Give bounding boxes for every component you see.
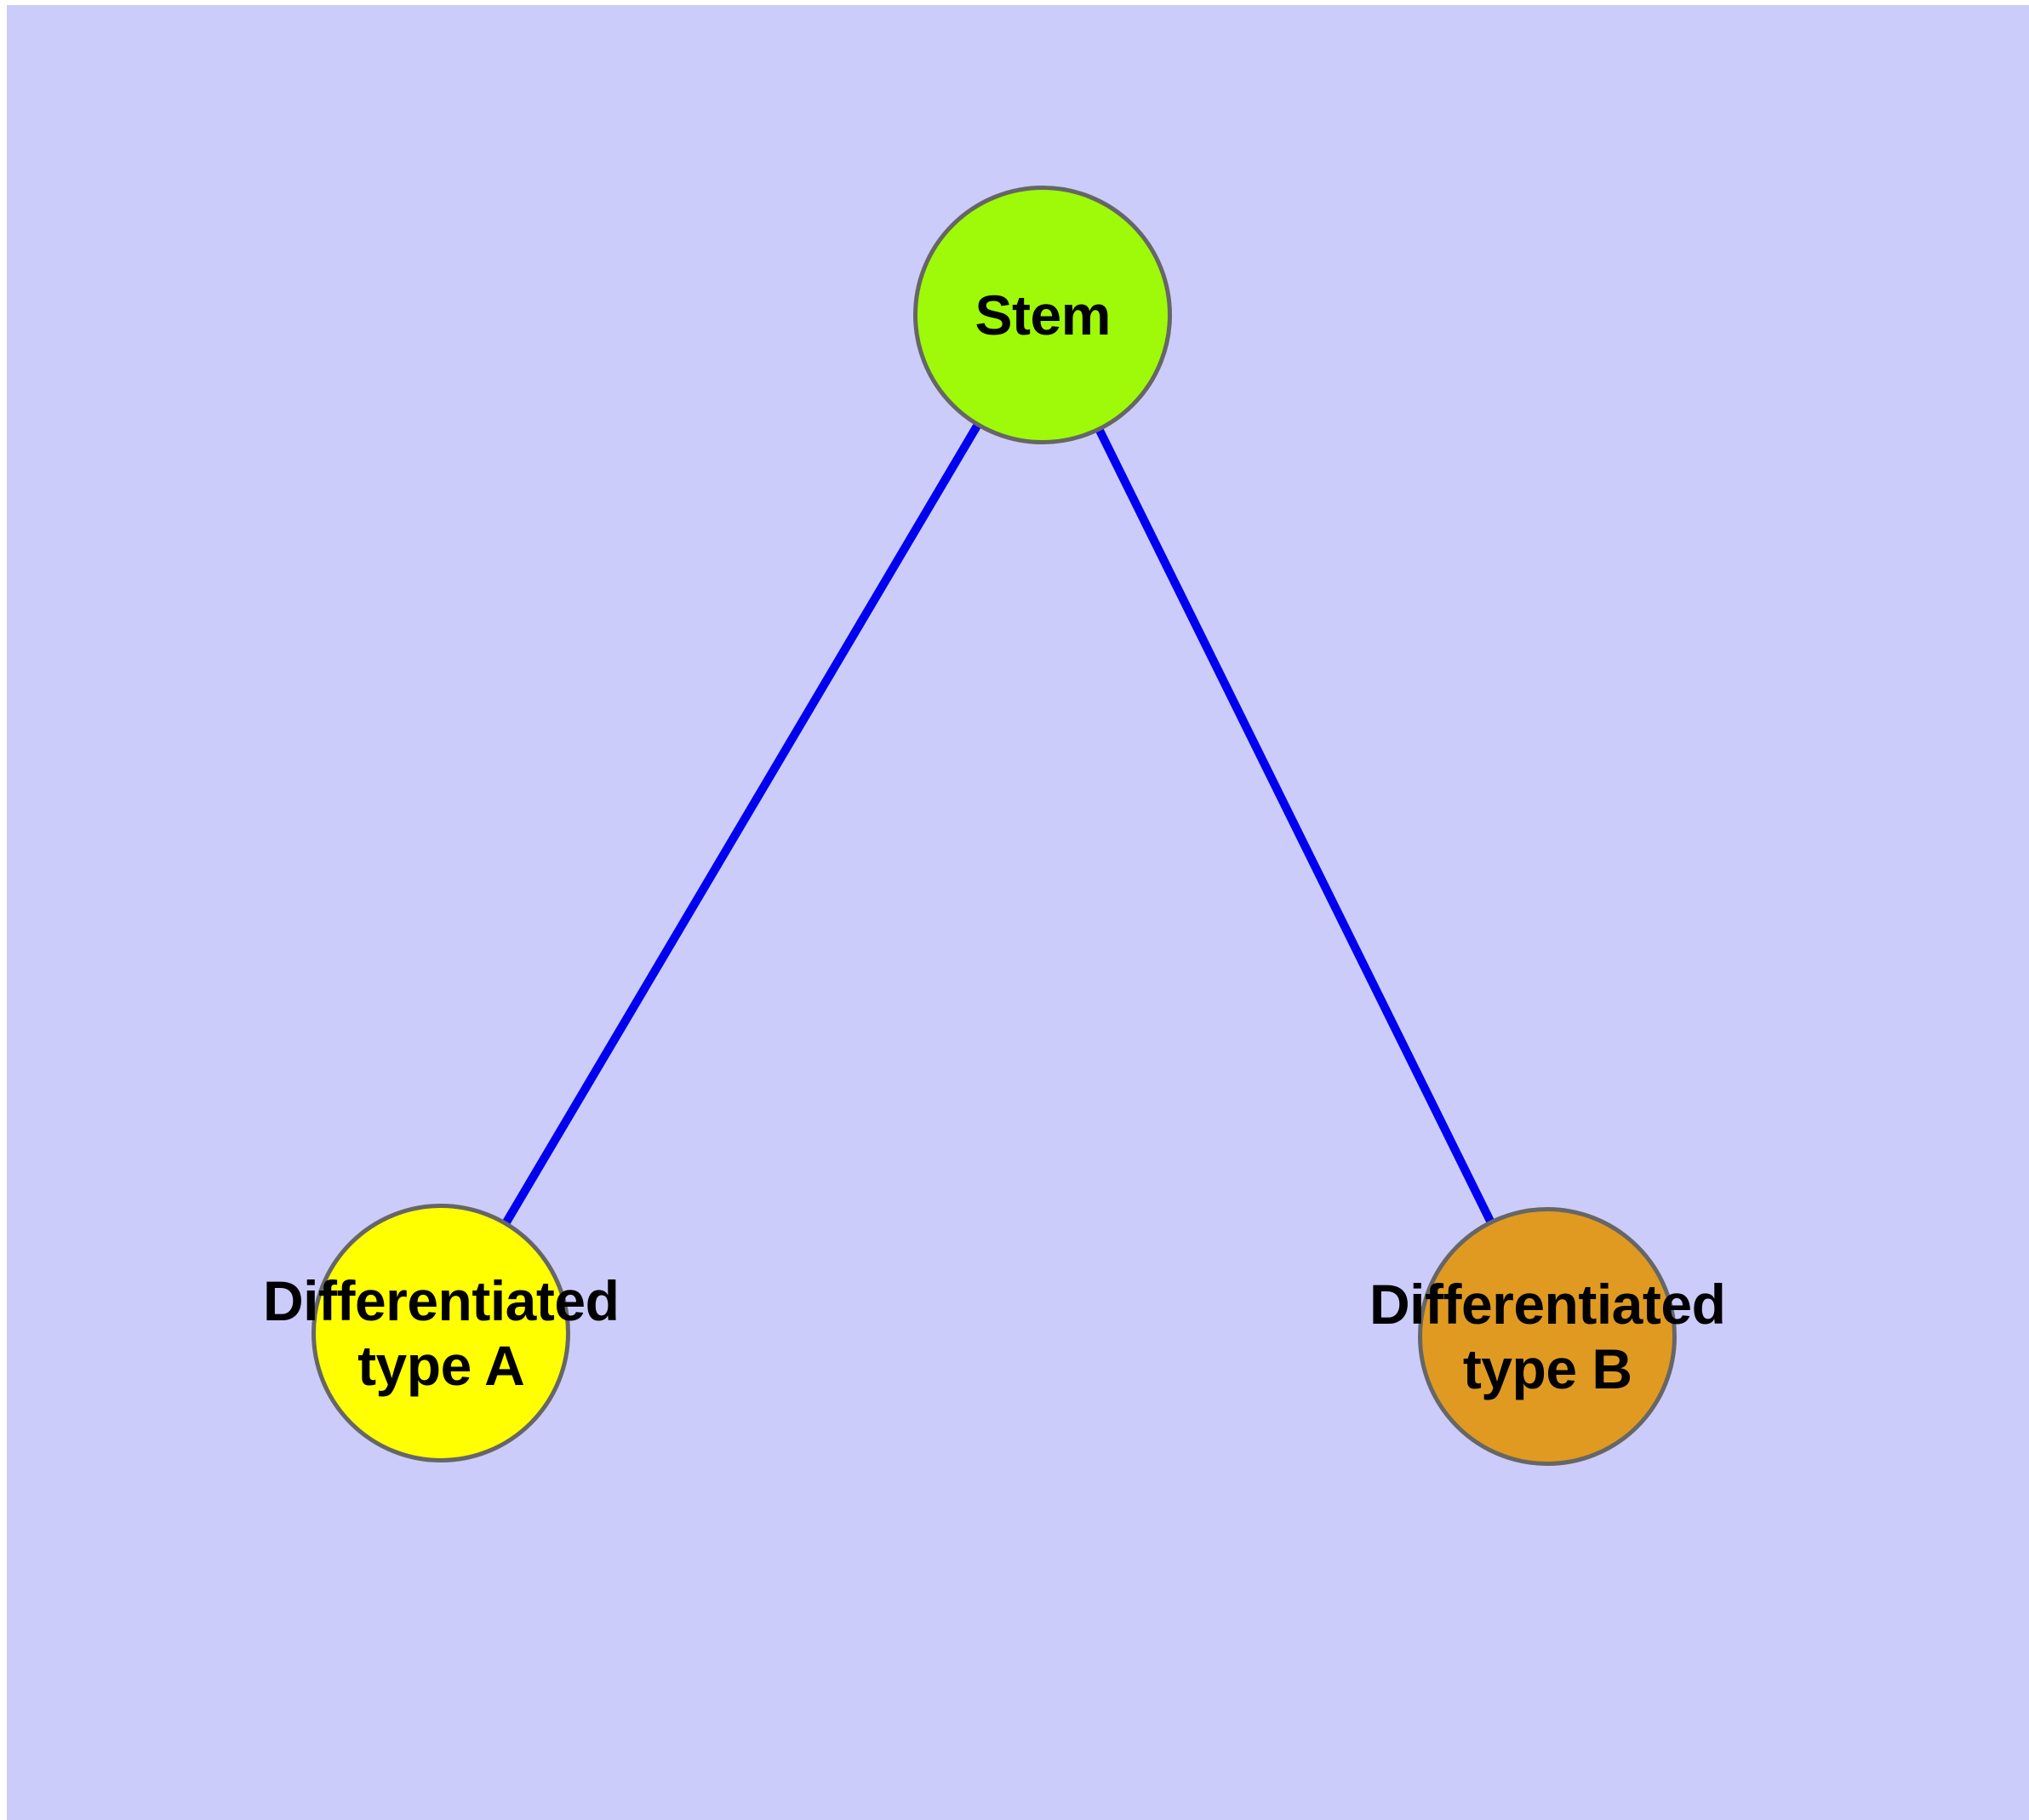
edge-layer <box>437 312 1552 1339</box>
graph-node-diff_b[interactable] <box>1418 1207 1677 1466</box>
graph-edge[interactable] <box>1038 312 1552 1339</box>
graph-node-stem[interactable] <box>913 186 1172 444</box>
edges-group <box>437 312 1552 1339</box>
graph-node-diff_a[interactable] <box>311 1204 570 1462</box>
graph-edge[interactable] <box>437 312 1047 1336</box>
